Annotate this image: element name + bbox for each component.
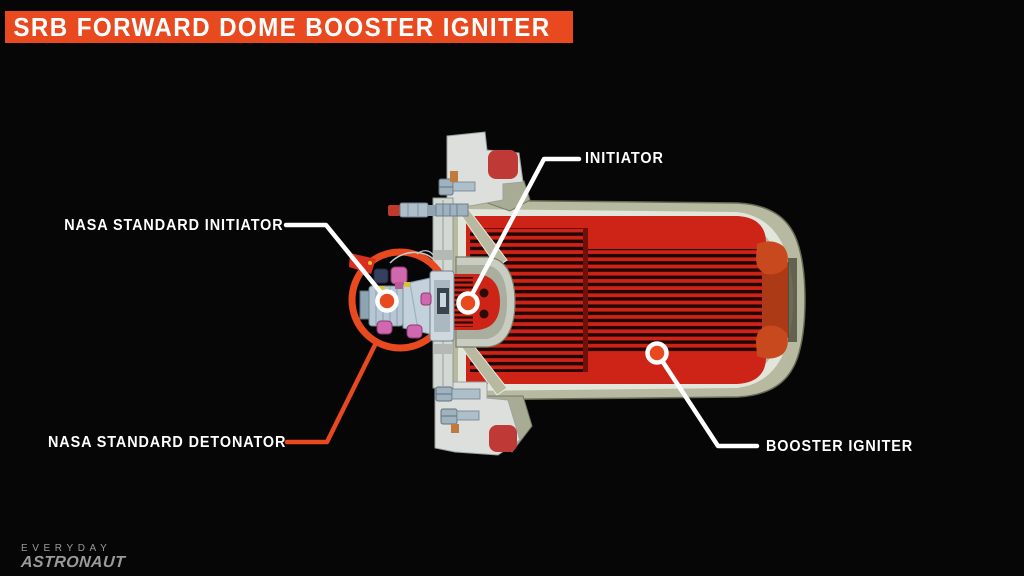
label-nasa-standard-initiator: NASA STANDARD INITIATOR — [64, 217, 284, 234]
label-booster-igniter: BOOSTER IGNITER — [766, 438, 914, 455]
logo-astronaut: ASTRONAUT — [20, 554, 126, 571]
tube-port-top — [479, 288, 489, 298]
end-charge-bottom — [756, 325, 788, 359]
leader-nasa-standard-detonator — [284, 342, 378, 445]
label-nasa-standard-detonator: NASA STANDARD DETONATOR — [48, 434, 287, 451]
leader-lines — [283, 156, 760, 449]
label-initiator: INITIATOR — [585, 150, 664, 167]
flange-notch-top — [433, 250, 453, 260]
flag-dot — [368, 261, 372, 265]
flange-notch-bottom — [433, 344, 453, 354]
disc-connector-pin — [440, 293, 446, 307]
marker-initiator — [456, 291, 480, 315]
cap-pink-bottom-mid — [406, 324, 423, 339]
detonator-wire-2 — [416, 250, 434, 256]
pin-bottom — [451, 424, 459, 433]
yellow-bit-2 — [404, 282, 410, 287]
cap-pink-bottom-left — [376, 320, 393, 335]
leader-booster-igniter — [654, 350, 760, 449]
taper-shade — [409, 282, 419, 331]
grain-step-edge — [583, 228, 588, 372]
end-charge-column — [762, 262, 789, 338]
propellant-fins-right — [588, 249, 763, 352]
title-bar: SRB FORWARD DOME BOOSTER IGNITER — [5, 11, 573, 43]
yellow-bit-1 — [379, 286, 385, 292]
booster-igniter-body — [451, 199, 806, 401]
marker-nasa-standard-initiator — [375, 289, 399, 313]
tube-port-bottom — [479, 309, 489, 319]
callout-markers — [375, 289, 669, 365]
marker-booster-igniter — [645, 341, 669, 365]
cap-pink-top — [390, 266, 408, 285]
logo-everyday: EVERYDAY — [21, 543, 112, 554]
bolt-top-long — [388, 202, 469, 218]
insulation-block-bottom — [489, 425, 517, 452]
everyday-astronaut-logo: EVERYDAY ASTRONAUT — [20, 543, 126, 572]
pin-top — [450, 171, 458, 182]
detonator-wire — [389, 251, 437, 264]
leader-initiator — [465, 156, 582, 305]
bolt-top-hex — [438, 178, 476, 196]
bolt-bottom-hex-1 — [435, 386, 481, 402]
end-cavity-shadow — [788, 258, 797, 342]
end-charge-top — [756, 241, 788, 275]
insulation-block-top — [488, 150, 518, 179]
cap-navy — [373, 268, 389, 284]
cap-pink-top-neck — [395, 282, 403, 289]
page-title: SRB FORWARD DOME BOOSTER IGNITER — [13, 11, 551, 42]
leader-nasa-standard-initiator — [283, 222, 390, 303]
cap-pink-right — [420, 292, 432, 306]
bolt-bottom-hex-2 — [440, 408, 480, 425]
